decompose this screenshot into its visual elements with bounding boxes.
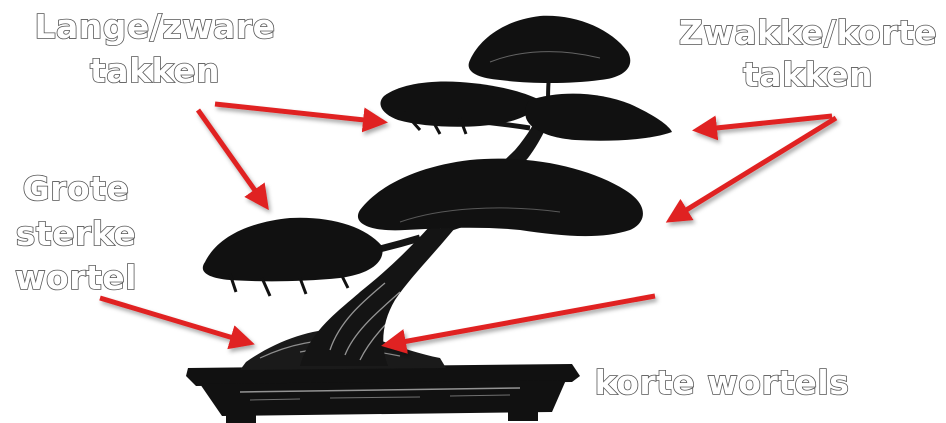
label-big-root-line1: Grote xyxy=(23,169,130,208)
foliage-top xyxy=(468,15,631,84)
foliage-upper-left xyxy=(380,81,540,135)
label-weak-branches-line1: Zwakke/korte xyxy=(679,13,937,52)
label-big-root-line3: wortel xyxy=(15,258,137,297)
arrow-long-branches-lower xyxy=(195,108,269,211)
label-big-root: Grote sterke wortel xyxy=(14,168,137,298)
foliage-upper-right xyxy=(525,93,672,141)
label-long-branches: Lange/zware takken xyxy=(34,6,276,91)
bonsai-tree xyxy=(186,15,672,423)
label-long-branches-line1: Lange/zware xyxy=(35,7,276,46)
annotation-arrows xyxy=(99,101,838,354)
label-short-roots: korte wortels xyxy=(595,363,850,402)
arrow-big-root xyxy=(99,295,255,350)
arrow-long-branches-upper xyxy=(214,101,388,133)
label-big-root-line2: sterke xyxy=(16,214,137,253)
foliage-middle xyxy=(357,158,643,237)
arrow-short-roots xyxy=(381,293,656,354)
label-weak-branches-line2: takken xyxy=(743,55,873,94)
label-long-branches-line2: takken xyxy=(90,51,220,90)
arrow-weak-branches-lower xyxy=(665,115,838,223)
foliage-lower-left xyxy=(202,217,383,297)
label-weak-branches: Zwakke/korte takken xyxy=(678,12,937,95)
arrow-weak-branches-upper xyxy=(692,113,833,141)
bonsai-pot xyxy=(186,364,580,423)
